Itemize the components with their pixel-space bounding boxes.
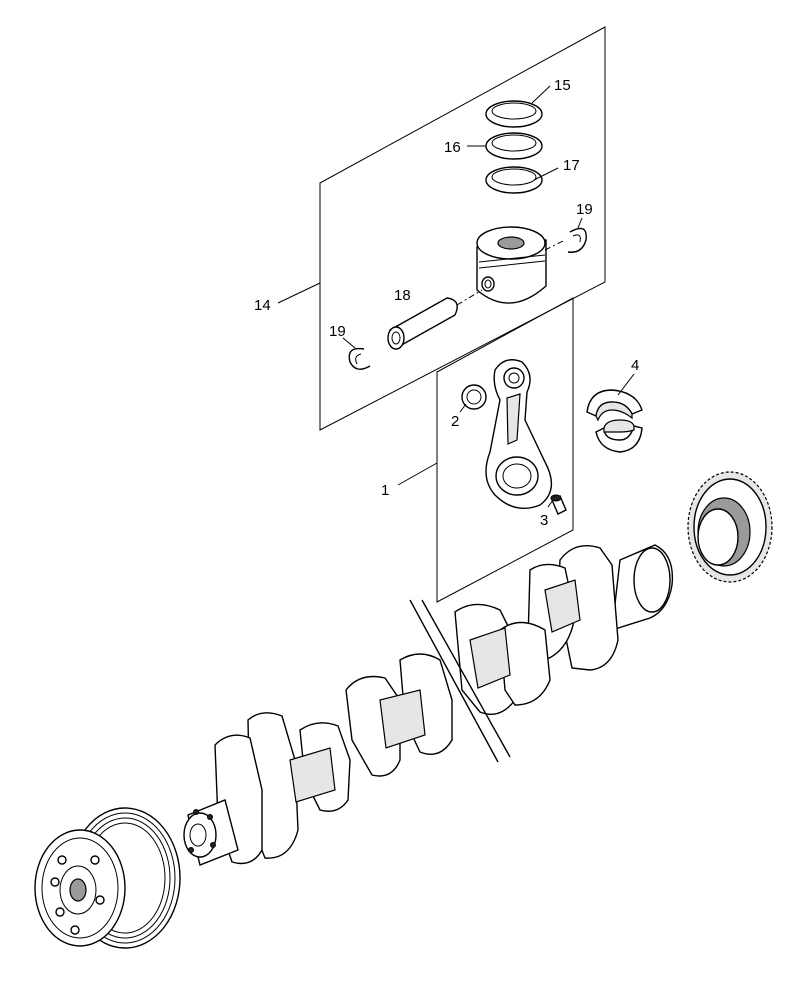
circlip-left [348, 347, 371, 370]
callout-16: 16 [444, 139, 461, 156]
piston [476, 226, 547, 304]
crankshaft-pulley [34, 807, 181, 949]
callout-1: 1 [381, 482, 389, 499]
callout-19-right: 19 [576, 201, 593, 218]
bearing-shells [586, 389, 643, 453]
callout-17: 17 [563, 157, 580, 174]
callout-2: 2 [451, 413, 459, 430]
crankshaft-gear [687, 471, 773, 583]
callout-3: 3 [540, 512, 548, 529]
callout-4: 4 [631, 357, 639, 374]
break-line-upper [409, 599, 499, 763]
piston-pin [387, 297, 458, 350]
piston-ring-17 [485, 166, 543, 194]
circlip-right [567, 227, 587, 253]
piston-ring-15 [485, 100, 543, 128]
callout-18: 18 [394, 287, 411, 304]
piston-group-panel [319, 26, 606, 431]
callout-19-left: 19 [329, 323, 346, 340]
connecting-rod [485, 359, 553, 509]
small-end-bushing [461, 384, 487, 410]
rod-bolt [550, 494, 567, 515]
break-line-lower [421, 599, 511, 758]
callout-15: 15 [554, 77, 571, 94]
connecting-rod-panel [436, 297, 574, 603]
callout-14: 14 [254, 297, 271, 314]
crankshaft [183, 544, 674, 866]
piston-ring-16 [485, 132, 543, 160]
